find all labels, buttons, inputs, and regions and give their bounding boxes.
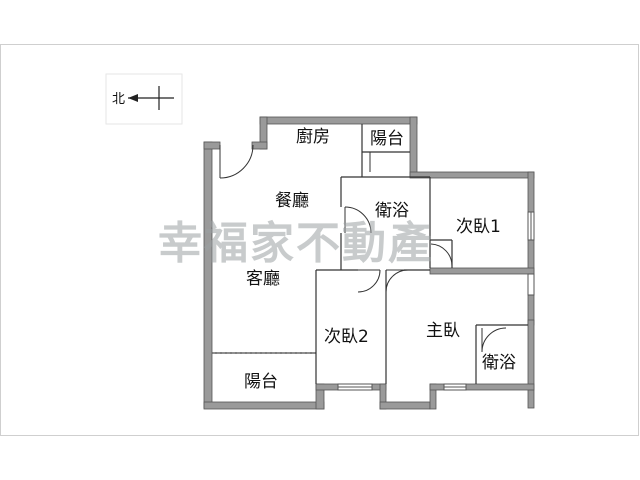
room-label-kitchen: 廚房 xyxy=(296,126,330,147)
watermark: 幸福家不動產 xyxy=(158,218,434,269)
room-label-dining: 餐廳 xyxy=(275,191,309,211)
north-arrow-icon xyxy=(128,94,138,102)
room-label-living: 客廳 xyxy=(246,269,280,289)
windows xyxy=(212,211,535,391)
room-label-master: 主臥 xyxy=(426,321,460,341)
entry-door-swing xyxy=(219,144,254,179)
room-label-balcony-bottom: 陽台 xyxy=(244,372,278,392)
compass: 北 xyxy=(105,73,183,125)
master-bath-door-swing xyxy=(481,327,507,353)
bath-door-swing xyxy=(344,206,372,234)
master-door-swing xyxy=(385,269,409,293)
room-label-balcony-top: 陽台 xyxy=(370,129,404,149)
room-label-bath-master: 衛浴 xyxy=(482,353,516,373)
bedroom1-door-swing xyxy=(430,243,453,267)
room-label-bedroom2: 次臥2 xyxy=(324,327,369,347)
doors xyxy=(219,144,507,353)
outer-walls xyxy=(203,116,535,410)
room-labels: 廚房 陽台 餐廳 衛浴 次臥1 客廳 次臥2 主臥 衛浴 陽台 xyxy=(244,126,516,392)
bedroom2-door-swing xyxy=(357,269,381,293)
room-label-bath-center: 衛浴 xyxy=(375,201,409,221)
room-label-bedroom1: 次臥1 xyxy=(456,217,501,237)
compass-label: 北 xyxy=(112,92,125,107)
